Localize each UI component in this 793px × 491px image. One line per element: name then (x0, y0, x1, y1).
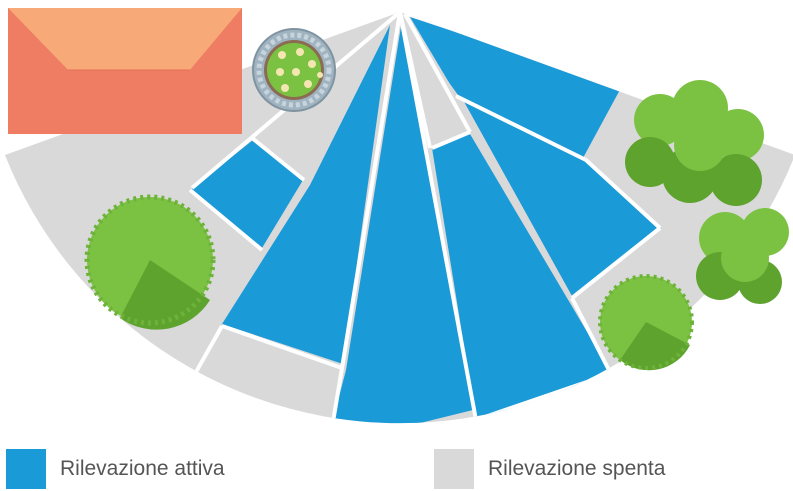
legend-label-active: Rilevazione attiva (60, 457, 225, 480)
round-planter-icon (252, 28, 336, 112)
active-zone (222, 25, 390, 364)
legend-swatch-active (6, 449, 46, 489)
inactive-zone (440, 70, 470, 128)
active-zone (333, 20, 473, 424)
legend-active: Rilevazione attiva (6, 449, 225, 489)
tree-icon (84, 194, 216, 330)
tree-icon (598, 274, 694, 371)
inactive-zone (196, 330, 340, 420)
inactive-zone (407, 22, 470, 145)
active-zone (432, 134, 612, 420)
active-zone (410, 17, 622, 158)
active-zone (462, 98, 660, 296)
active-zone (190, 140, 303, 248)
bush-icon (696, 208, 789, 304)
bush-icon (625, 80, 764, 206)
legend-label-inactive: Rilevazione spenta (488, 457, 666, 480)
house-roof-icon (8, 8, 242, 134)
legend-swatch-inactive (434, 449, 474, 489)
legend-inactive: Rilevazione spenta (434, 449, 665, 489)
